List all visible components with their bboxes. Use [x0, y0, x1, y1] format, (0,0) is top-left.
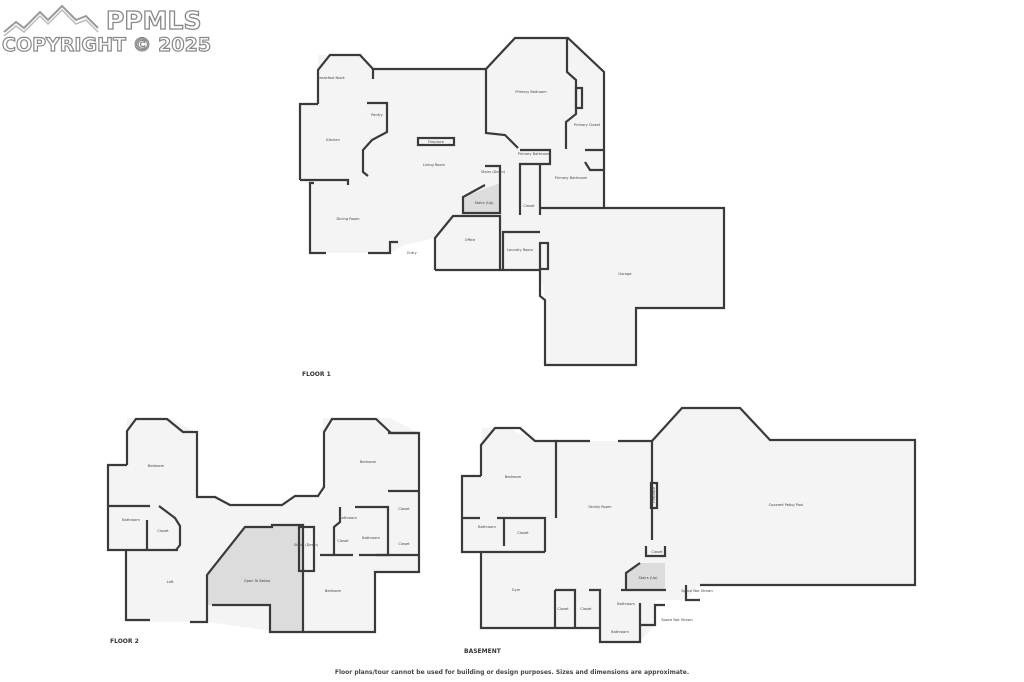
room-label: Bathroom: [362, 536, 380, 540]
room-label: Closet: [523, 204, 535, 208]
room-label: Stairs (Up): [638, 576, 658, 580]
room-label: Entry: [407, 251, 417, 255]
room-label: Bathroom: [478, 525, 496, 529]
floor-1-label: FLOOR 1: [302, 371, 331, 378]
room-label: Primary Bathroom: [518, 152, 551, 156]
room-label: Bathroom: [611, 630, 629, 634]
room-label: Gym: [512, 588, 521, 592]
watermark-brand: PPMLS: [105, 5, 202, 35]
room-label: Office: [465, 238, 476, 242]
room-label: Space Not Shown: [661, 618, 693, 622]
room-label: Garage: [618, 272, 632, 276]
floor-1-plan: Breakfast Nook Pantry Kitchen Fireplace …: [298, 36, 726, 367]
room-label: Bedroom: [325, 589, 342, 593]
room-label: Family Room: [589, 505, 612, 509]
floor-2-plan: Bedroom Bathroom Closet Loft Open To Bel…: [106, 417, 421, 634]
room-label: Bedroom: [148, 464, 165, 468]
room-label: Closet: [157, 529, 169, 533]
room-label: Living Room: [423, 163, 446, 167]
room-label: Dining Room: [337, 217, 360, 221]
ppmls-watermark-logo: [2, 2, 106, 40]
basement-plan: Bedroom Bathroom Closet Family Room Fire…: [460, 406, 917, 644]
room-label: Kitchen: [326, 138, 340, 142]
room-label: Stairs (Down): [294, 543, 319, 547]
room-label: Space Not Shown: [681, 589, 713, 593]
room-label: Pantry: [371, 113, 383, 117]
floor-2-label: FLOOR 2: [110, 638, 139, 645]
room-label: Bathroom: [122, 518, 140, 522]
room-label: Laundry Room: [507, 248, 534, 252]
room-label: Loft: [167, 580, 174, 584]
room-label: Primary Bedroom: [515, 90, 547, 94]
mountain-logo-icon: [3, 4, 99, 37]
room-label: Bathroom: [339, 516, 357, 520]
room-label: Closet: [398, 542, 410, 546]
room-label: Breakfast Nook: [317, 76, 345, 80]
room-label: Primary Closet: [574, 123, 601, 127]
room-label: Closet: [651, 550, 663, 554]
room-label: Closet: [337, 539, 349, 543]
room-label: Open To Below: [244, 579, 271, 583]
room-label: Closet: [580, 607, 592, 611]
room-label: Closet: [398, 507, 410, 511]
room-label: Fireplace: [652, 486, 656, 503]
room-label: Closet: [557, 607, 569, 611]
disclaimer-text: Floor plans/tour cannot be used for buil…: [334, 669, 690, 676]
room-label: Primary Bathroom: [555, 176, 588, 180]
watermark-copyright: COPYRIGHT © 2025: [1, 33, 212, 56]
room-label: Stairs (Down): [481, 170, 506, 174]
room-label: Covered Patio/ Pool: [769, 503, 804, 507]
room-label: Bedroom: [505, 475, 522, 479]
basement-label: BASEMENT: [464, 648, 501, 655]
room-label: Bathroom: [617, 602, 635, 606]
room-label: Stairs (Up): [474, 201, 494, 205]
room-label: Fireplace: [428, 140, 445, 144]
room-label: Bedroom: [360, 460, 377, 464]
room-label: Closet: [517, 531, 529, 535]
